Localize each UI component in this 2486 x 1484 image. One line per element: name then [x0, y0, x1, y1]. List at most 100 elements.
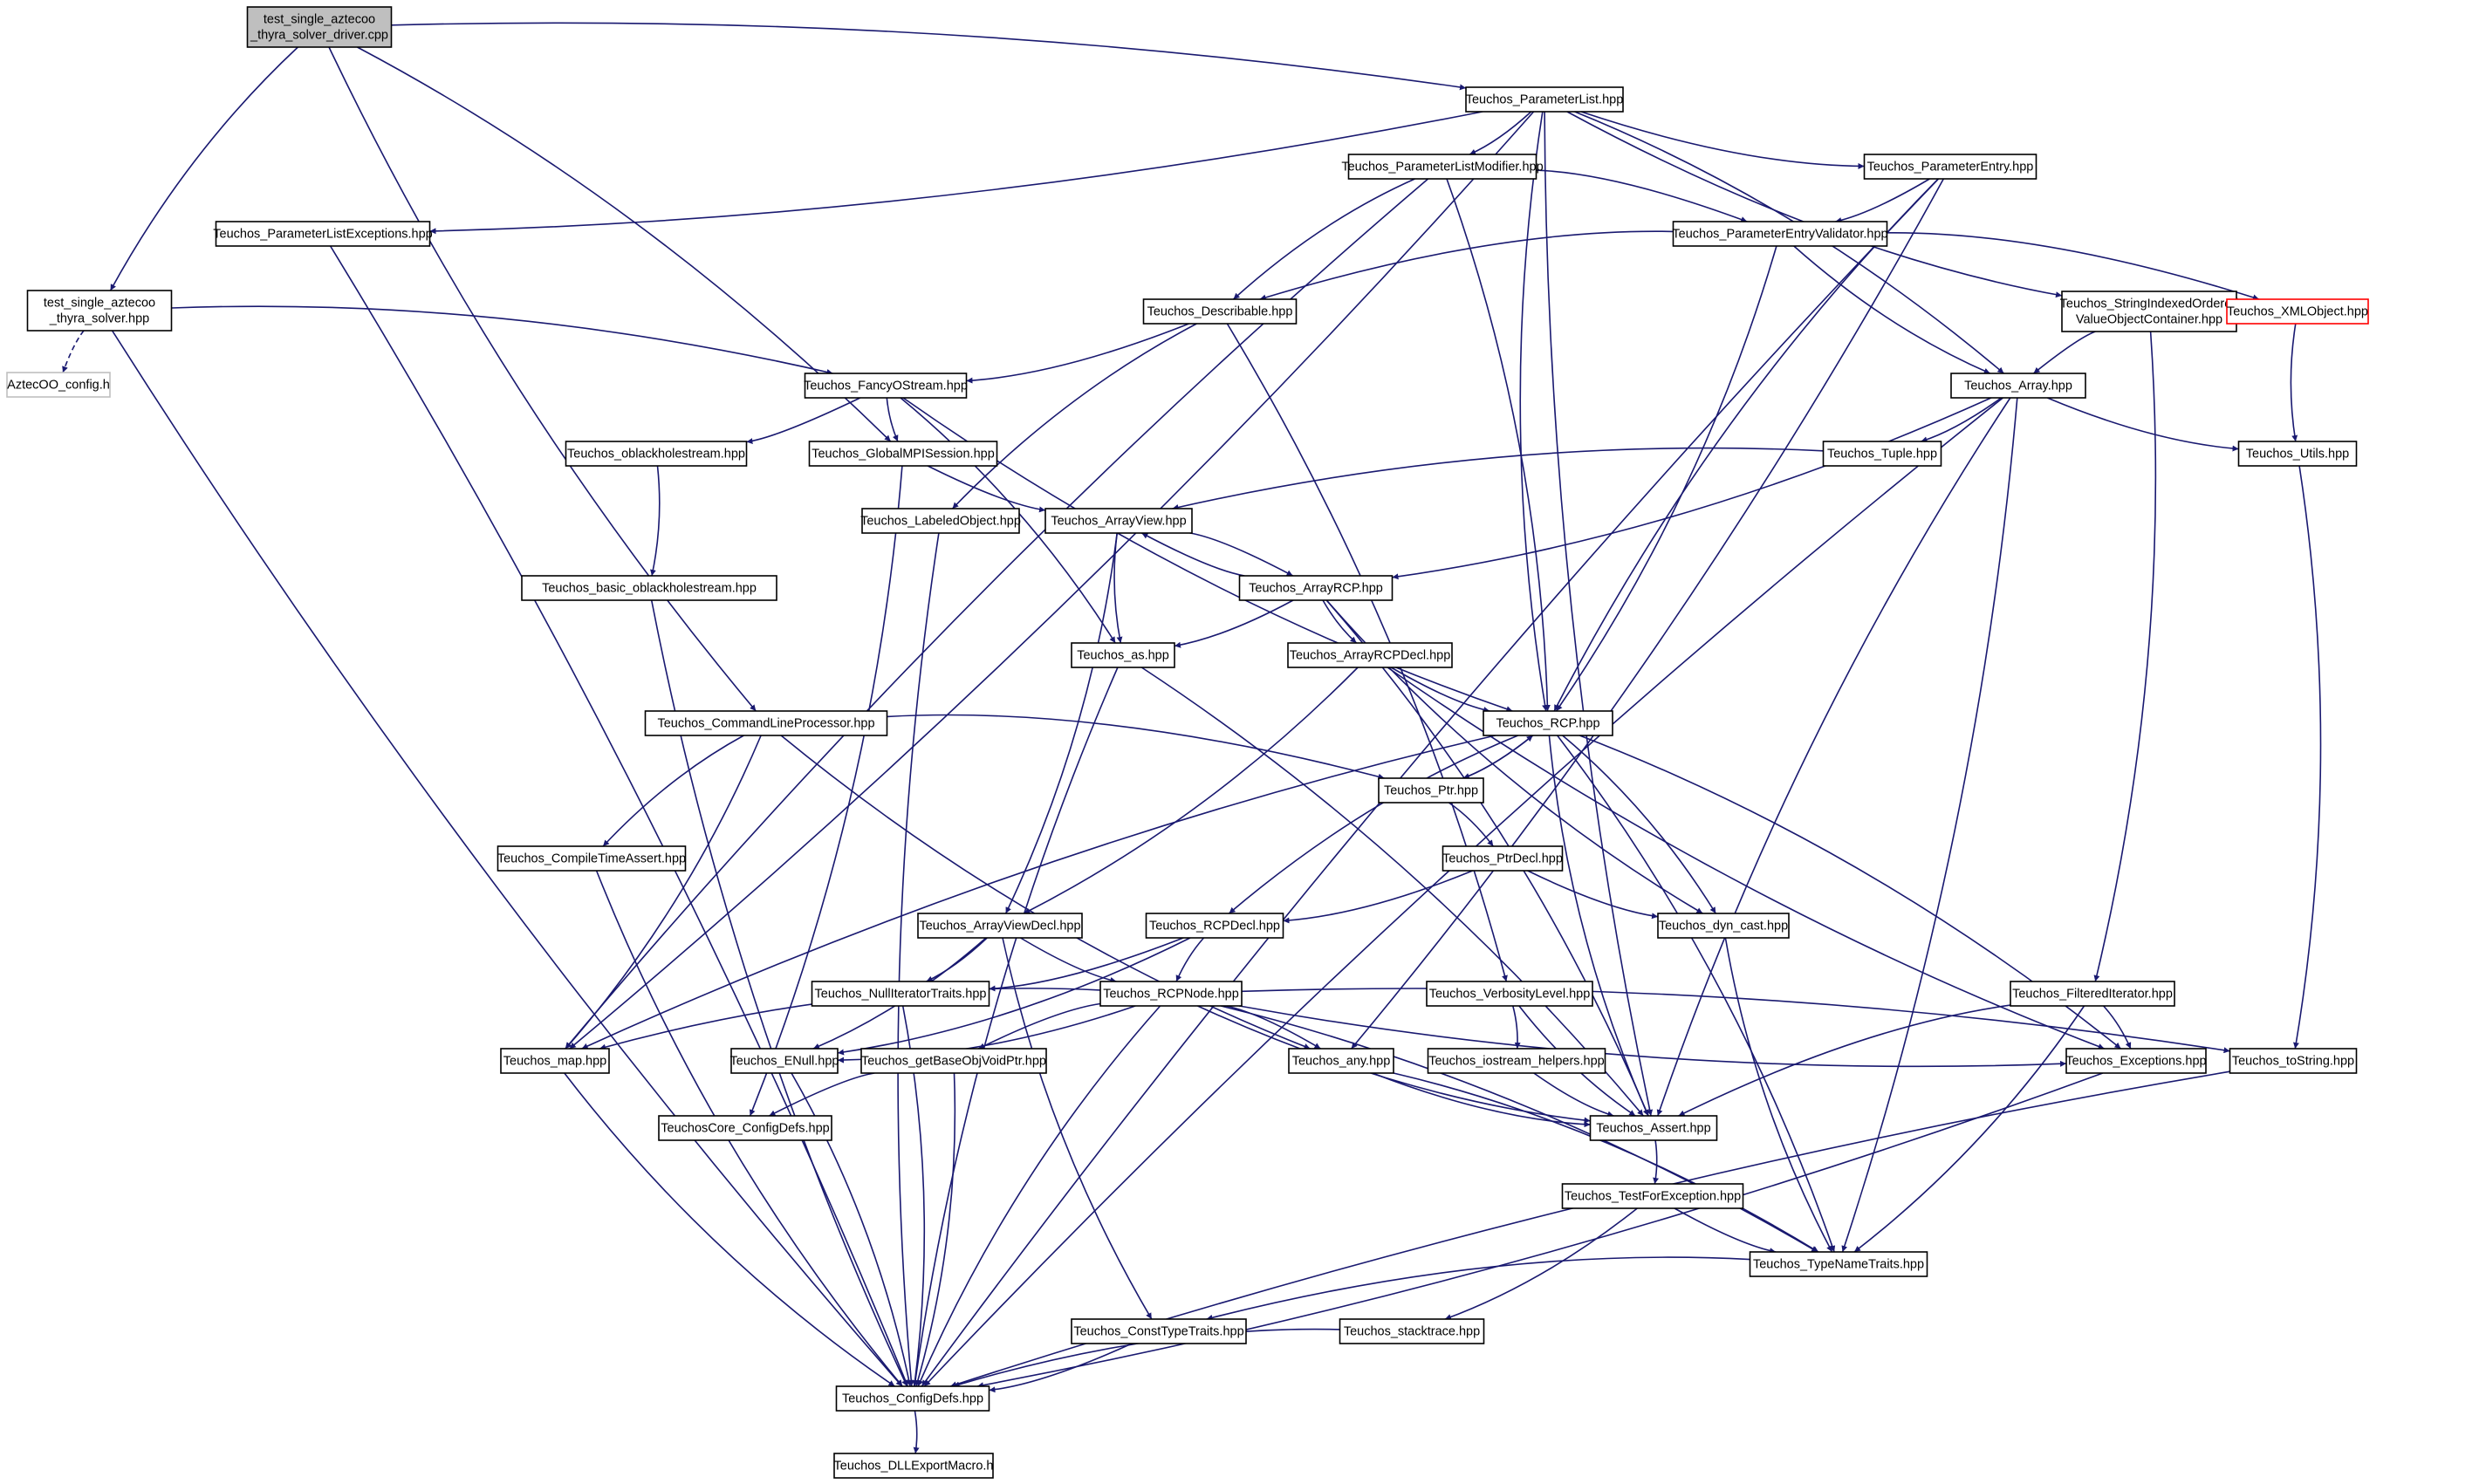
include-edge: [1469, 111, 1532, 155]
node-teuchos-tostring-hpp[interactable]: Teuchos_toString.hpp: [2229, 1048, 2358, 1074]
node-label: Teuchos_ParameterListModifier.hpp: [1341, 161, 1543, 174]
node-teuchos-iostream-helpers-hpp[interactable]: Teuchos_iostream_helpers.hpp: [1427, 1048, 1606, 1074]
node-teuchos-ptr-hpp[interactable]: Teuchos_Ptr.hpp: [1378, 777, 1484, 804]
node-teuchos-tuple-hpp[interactable]: Teuchos_Tuple.hpp: [1822, 441, 1942, 467]
node-teuchoscore-configdefs-hpp[interactable]: TeuchosCore_ConfigDefs.hpp: [658, 1115, 832, 1141]
include-edge: [1921, 397, 2002, 443]
node-box: [1238, 575, 1394, 601]
node-teuchos-rcpdecl-hpp[interactable]: Teuchos_RCPDecl.hpp: [1145, 913, 1284, 939]
node-box: [565, 441, 748, 467]
include-edge: [912, 667, 1119, 1387]
node-teuchos-basic-oblackholestream-hpp[interactable]: Teuchos_basic_oblackholestream.hpp: [521, 575, 777, 601]
node-test-single-aztecoo-thyra-solver-hpp[interactable]: test_single_aztecoo_thyra_solver.hpp: [26, 290, 173, 332]
node-teuchos-arrayrcpdecl-hpp[interactable]: Teuchos_ArrayRCPDecl.hpp: [1287, 642, 1453, 668]
node-teuchos-configdefs-hpp[interactable]: Teuchos_ConfigDefs.hpp: [835, 1385, 990, 1412]
node-teuchos-typenametraits-hpp[interactable]: Teuchos_TypeNameTraits.hpp: [1749, 1251, 1928, 1277]
include-edge: [1004, 532, 1118, 914]
node-box: [1378, 777, 1484, 804]
node-label: Teuchos_any.hpp: [1292, 1055, 1391, 1069]
node-box: [1427, 1048, 1606, 1074]
include-edge: [1238, 1005, 2067, 1068]
include-edge: [569, 111, 1535, 1050]
node-teuchos-array-hpp[interactable]: Teuchos_Array.hpp: [1950, 373, 2086, 399]
node-teuchos-commandlineprocessor-hpp[interactable]: Teuchos_CommandLineProcessor.hpp: [644, 710, 888, 736]
node-teuchos-enull-hpp[interactable]: Teuchos_ENull.hpp: [730, 1048, 839, 1074]
node-box: [6, 372, 111, 398]
include-edge: [1390, 667, 1490, 713]
node-box: [1657, 913, 1790, 939]
node-box: [1339, 1318, 1485, 1344]
node-teuchos-rcpnode-hpp[interactable]: Teuchos_RCPNode.hpp: [1099, 981, 1243, 1007]
node-test-single-aztecoo-thyra-solver-driver-cpp[interactable]: test_single_aztecoo_thyra_solver_driver.…: [246, 6, 393, 48]
node-teuchos-verbositylevel-hpp[interactable]: Teuchos_VerbosityLevel.hpp: [1426, 981, 1593, 1007]
node-aztecoo-config-h[interactable]: AztecOO_config.h: [6, 372, 111, 398]
include-edge: [2033, 331, 2096, 374]
node-teuchos-parameterentry-hpp[interactable]: Teuchos_ParameterEntry.hpp: [1863, 154, 2037, 180]
node-label: Teuchos_ParameterList.hpp: [1466, 93, 1624, 107]
node-label: Teuchos_as.hpp: [1077, 649, 1169, 663]
node-teuchos-xmlobject-hpp[interactable]: Teuchos_XMLObject.hpp: [2226, 298, 2369, 325]
node-label: _thyra_solver.hpp: [49, 312, 149, 326]
include-edge: [1189, 532, 1293, 577]
node-teuchos-arrayrcp-hpp[interactable]: Teuchos_ArrayRCP.hpp: [1238, 575, 1394, 601]
node-teuchos-compiletimeassert-hpp[interactable]: Teuchos_CompileTimeAssert.hpp: [497, 845, 687, 872]
node-box: [804, 373, 968, 399]
node-teuchos-fancyostream-hpp[interactable]: Teuchos_FancyOStream.hpp: [804, 373, 968, 399]
node-box: [2061, 291, 2237, 332]
include-edge: [595, 870, 903, 1387]
node-teuchos-map-hpp[interactable]: Teuchos_map.hpp: [500, 1048, 610, 1074]
node-teuchos-stacktrace-hpp[interactable]: Teuchos_stacktrace.hpp: [1339, 1318, 1485, 1344]
node-teuchos-arrayviewdecl-hpp[interactable]: Teuchos_ArrayViewDecl.hpp: [917, 913, 1083, 939]
node-teuchos-stringindexedorderedvalueobjectcontainer-hpp[interactable]: Teuchos_StringIndexedOrderedValueObjectC…: [2060, 291, 2239, 332]
node-teuchos-assert-hpp[interactable]: Teuchos_Assert.hpp: [1589, 1115, 1718, 1141]
node-box: [1287, 642, 1453, 668]
include-edge: [1140, 667, 1644, 1117]
node-teuchos-parameterentryvalidator-hpp[interactable]: Teuchos_ParameterEntryValidator.hpp: [1672, 221, 1888, 247]
include-edge: [1448, 802, 1494, 847]
node-teuchos-describable-hpp[interactable]: Teuchos_Describable.hpp: [1142, 298, 1298, 325]
node-teuchos-testforexception-hpp[interactable]: Teuchos_TestForException.hpp: [1561, 1183, 1744, 1209]
node-teuchos-labeledobject-hpp[interactable]: Teuchos_LabeledObject.hpp: [860, 508, 1021, 534]
include-edge: [1259, 230, 1674, 301]
include-edge: [1024, 667, 1359, 914]
node-teuchos-globalmpisession-hpp[interactable]: Teuchos_GlobalMPISession.hpp: [808, 441, 998, 467]
node-teuchos-ptrdecl-hpp[interactable]: Teuchos_PtrDecl.hpp: [1442, 845, 1564, 872]
include-edge: [1544, 111, 1654, 1117]
include-edge: [1841, 397, 2018, 1253]
node-teuchos-oblackholestream-hpp[interactable]: Teuchos_oblackholestream.hpp: [565, 441, 748, 467]
node-label: ValueObjectContainer.hpp: [2076, 313, 2222, 327]
node-teuchos-dllexportmacro-h[interactable]: Teuchos_DLLExportMacro.h: [833, 1453, 994, 1479]
node-label: Teuchos_Utils.hpp: [2246, 448, 2350, 462]
node-teuchos-filterediterator-hpp[interactable]: Teuchos_FilteredIterator.hpp: [2010, 981, 2175, 1007]
node-label: Teuchos_ParameterEntryValidator.hpp: [1672, 228, 1887, 242]
node-label: TeuchosCore_ConfigDefs.hpp: [661, 1122, 829, 1136]
node-box: [811, 981, 990, 1007]
include-edge: [1174, 599, 1294, 648]
node-teuchos-exceptions-hpp[interactable]: Teuchos_Exceptions.hpp: [2065, 1048, 2207, 1074]
node-box: [1071, 1318, 1247, 1344]
node-label: Teuchos_ArrayViewDecl.hpp: [919, 920, 1080, 933]
node-teuchos-arrayview-hpp[interactable]: Teuchos_ArrayView.hpp: [1044, 508, 1193, 534]
node-label: Teuchos_toString.hpp: [2232, 1055, 2354, 1069]
node-teuchos-nulliteratortraits-hpp[interactable]: Teuchos_NullIteratorTraits.hpp: [811, 981, 990, 1007]
edge-layer: [62, 22, 2322, 1454]
include-edge: [1533, 1072, 1614, 1118]
include-edge: [1512, 1005, 1521, 1050]
node-teuchos-parameterlistmodifier-hpp[interactable]: Teuchos_ParameterListModifier.hpp: [1341, 154, 1544, 180]
node-teuchos-utils-hpp[interactable]: Teuchos_Utils.hpp: [2237, 441, 2358, 467]
node-teuchos-getbaseobjvoidptr-hpp[interactable]: Teuchos_getBaseObjVoidPtr.hpp: [860, 1048, 1047, 1074]
node-teuchos-as-hpp[interactable]: Teuchos_as.hpp: [1071, 642, 1175, 668]
node-box: [833, 1453, 994, 1479]
node-box: [1071, 642, 1175, 668]
node-teuchos-dyn-cast-hpp[interactable]: Teuchos_dyn_cast.hpp: [1657, 913, 1790, 939]
node-teuchos-parameterlistexceptions-hpp[interactable]: Teuchos_ParameterListExceptions.hpp: [213, 221, 433, 247]
include-edge: [1392, 397, 1992, 580]
node-teuchos-consttypetraits-hpp[interactable]: Teuchos_ConstTypeTraits.hpp: [1071, 1318, 1247, 1344]
include-edge: [1724, 937, 1833, 1253]
include-edge: [886, 397, 899, 442]
node-teuchos-rcp-hpp[interactable]: Teuchos_RCP.hpp: [1483, 710, 1613, 736]
node-teuchos-parameterlist-hpp[interactable]: Teuchos_ParameterList.hpp: [1465, 86, 1624, 113]
node-teuchos-any-hpp[interactable]: Teuchos_any.hpp: [1288, 1048, 1394, 1074]
node-box: [2229, 1048, 2358, 1074]
include-edge: [1557, 735, 1836, 1253]
